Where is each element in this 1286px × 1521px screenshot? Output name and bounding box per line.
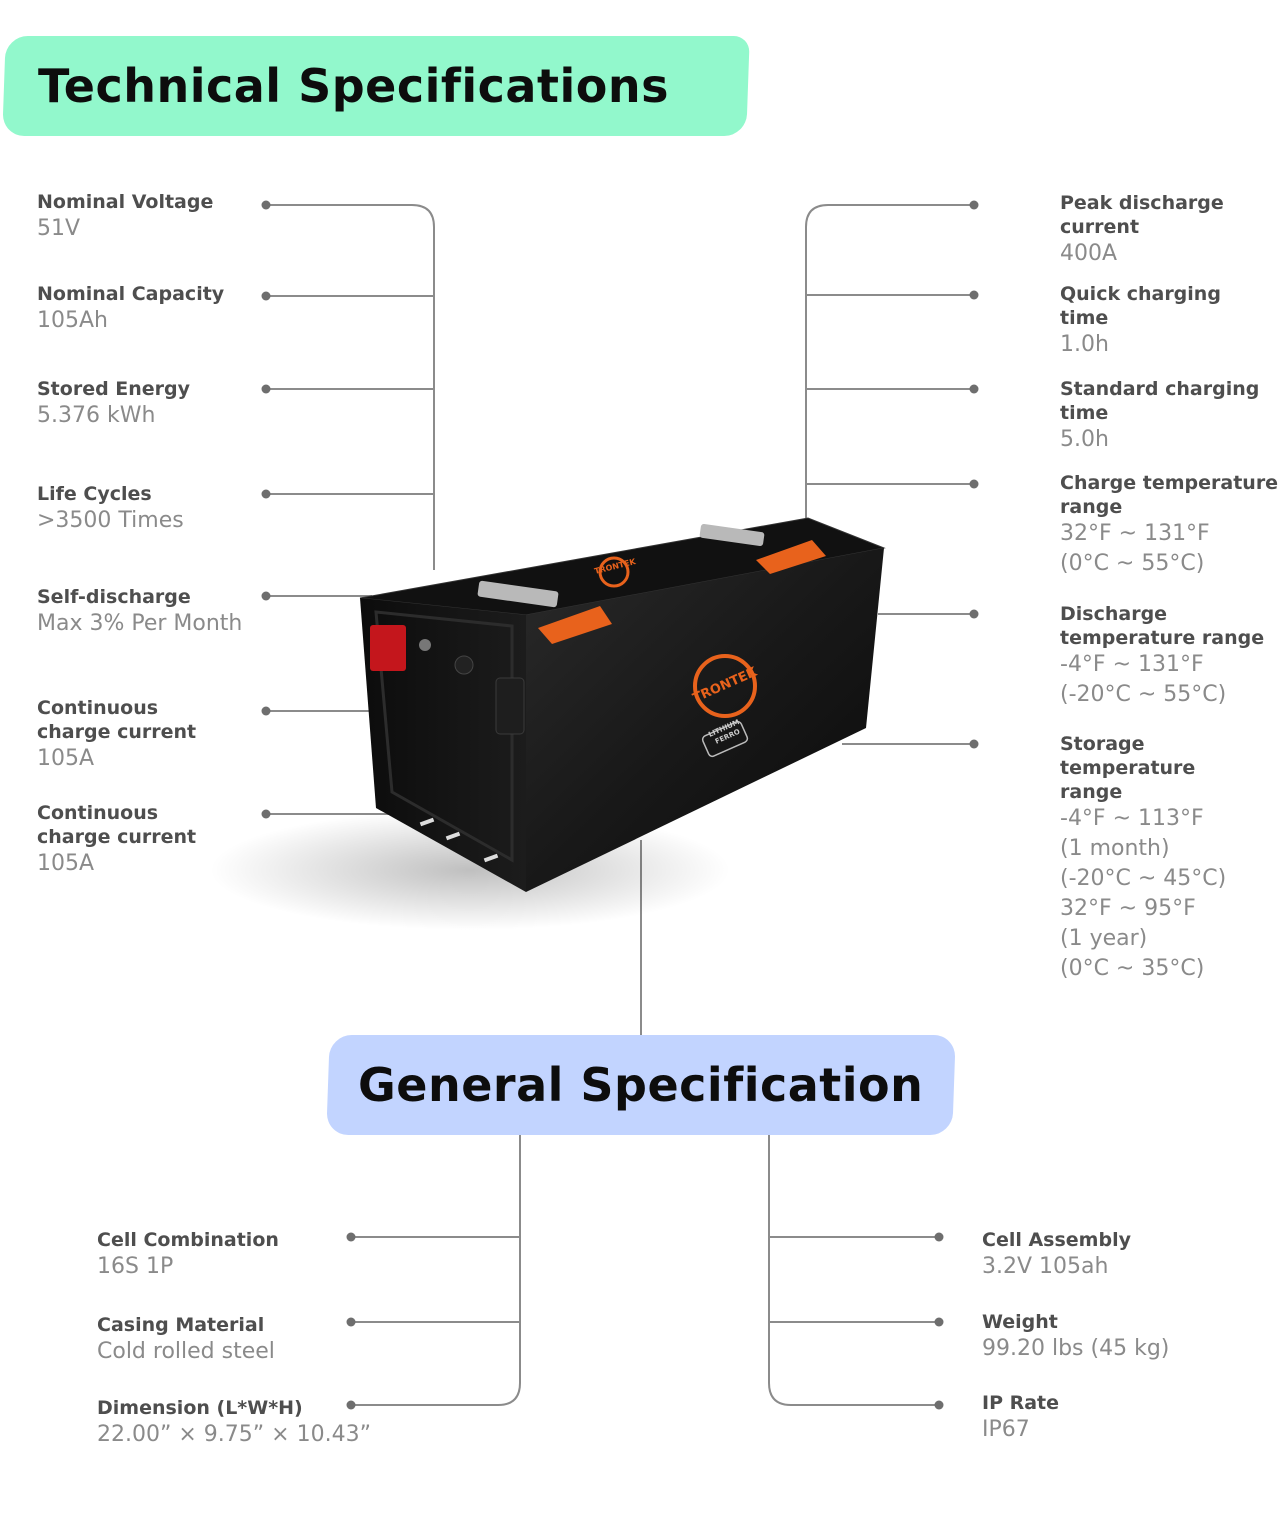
spec-value: 32°F ~ 131°F (0°C ~ 55°C) xyxy=(1060,521,1210,576)
spec-weight: Weight 99.20 lbs (45 kg) xyxy=(982,1310,1169,1364)
spec-storage-temperature-range: Storage temperature range -4°F ~ 113°F (… xyxy=(1060,732,1286,984)
spec-nominal-capacity: Nominal Capacity 105Ah xyxy=(37,282,224,336)
spec-label: Nominal Voltage xyxy=(37,191,214,213)
spec-label: Quick charging time xyxy=(1060,283,1221,329)
spec-label: Storage temperature range xyxy=(1060,733,1196,803)
spec-self-discharge: Self-discharge Max 3% Per Month xyxy=(37,585,242,639)
spec-life-cycles: Life Cycles >3500 Times xyxy=(37,482,184,536)
spec-continuous-charge-current: Continuous charge current 105A xyxy=(37,696,196,774)
spec-value: 105Ah xyxy=(37,308,108,333)
spec-peak-discharge-current: Peak discharge current 400A xyxy=(1060,191,1224,269)
spec-nominal-voltage: Nominal Voltage 51V xyxy=(37,190,213,244)
spec-label: Nominal Capacity xyxy=(37,283,225,305)
spec-value: IP67 xyxy=(982,1417,1030,1442)
spec-label: Life Cycles xyxy=(37,483,152,505)
spec-value: 5.0h xyxy=(1060,427,1109,452)
spec-label: Continuous charge current xyxy=(37,697,197,743)
spec-label: Cell Assembly xyxy=(982,1229,1131,1251)
spec-cell-assembly: Cell Assembly 3.2V 105ah xyxy=(982,1228,1131,1282)
spec-label: Discharge temperature range xyxy=(1060,603,1265,649)
spec-dimension: Dimension (L*W*H) 22.00” × 9.75” × 10.43… xyxy=(97,1396,371,1450)
spec-charge-temperature-range: Charge temperature range 32°F ~ 131°F (0… xyxy=(1060,471,1278,579)
spec-label: Continuous charge current xyxy=(37,802,197,848)
spec-standard-charging-time: Standard charging time 5.0h xyxy=(1060,377,1259,455)
spec-value: 22.00” × 9.75” × 10.43” xyxy=(97,1422,371,1447)
spec-value: -4°F ~ 113°F (1 month) (-20°C ~ 45°C) 32… xyxy=(1060,806,1227,981)
spec-casing-material: Casing Material Cold rolled steel xyxy=(97,1313,275,1367)
spec-continuous-charge-current-2: Continuous charge current 105A xyxy=(37,801,196,879)
spec-label: Stored Energy xyxy=(37,378,191,400)
spec-value: Cold rolled steel xyxy=(97,1339,275,1364)
spec-label: Standard charging time xyxy=(1060,378,1260,424)
spec-stored-energy: Stored Energy 5.376 kWh xyxy=(37,377,190,431)
technical-specifications-title: Technical Specifications xyxy=(38,59,669,113)
spec-label: Casing Material xyxy=(97,1314,265,1336)
general-specification-title: General Specification xyxy=(358,1058,924,1112)
spec-value: -4°F ~ 131°F (-20°C ~ 55°C) xyxy=(1060,652,1227,707)
technical-specifications-banner: Technical Specifications xyxy=(2,36,750,136)
spec-ip-rate: IP Rate IP67 xyxy=(982,1391,1059,1445)
spec-value: 105A xyxy=(37,851,95,876)
spec-value: 51V xyxy=(37,216,81,241)
spec-label: Self-discharge xyxy=(37,586,191,608)
spec-label: Dimension (L*W*H) xyxy=(97,1397,303,1419)
spec-label: Peak discharge current xyxy=(1060,192,1224,238)
spec-value: 105A xyxy=(37,746,95,771)
spec-label: Cell Combination xyxy=(97,1229,279,1251)
connector-dots xyxy=(261,200,979,1410)
spec-quick-charging-time: Quick charging time 1.0h xyxy=(1060,282,1221,360)
spec-label: IP Rate xyxy=(982,1392,1060,1414)
general-specification-banner: General Specification xyxy=(326,1035,956,1135)
spec-value: 3.2V 105ah xyxy=(982,1254,1109,1279)
spec-cell-combination: Cell Combination 16S 1P xyxy=(97,1228,279,1282)
spec-label: Charge temperature range xyxy=(1060,472,1279,518)
spec-label: Weight xyxy=(982,1311,1058,1333)
spec-value: Max 3% Per Month xyxy=(37,611,243,636)
spec-value: 16S 1P xyxy=(97,1254,174,1279)
spec-value: >3500 Times xyxy=(37,508,184,533)
spec-value: 1.0h xyxy=(1060,332,1109,357)
spec-value: 400A xyxy=(1060,241,1118,266)
spec-value: 5.376 kWh xyxy=(37,403,156,428)
spec-value: 99.20 lbs (45 kg) xyxy=(982,1336,1170,1361)
spec-discharge-temperature-range: Discharge temperature range -4°F ~ 131°F… xyxy=(1060,602,1264,710)
